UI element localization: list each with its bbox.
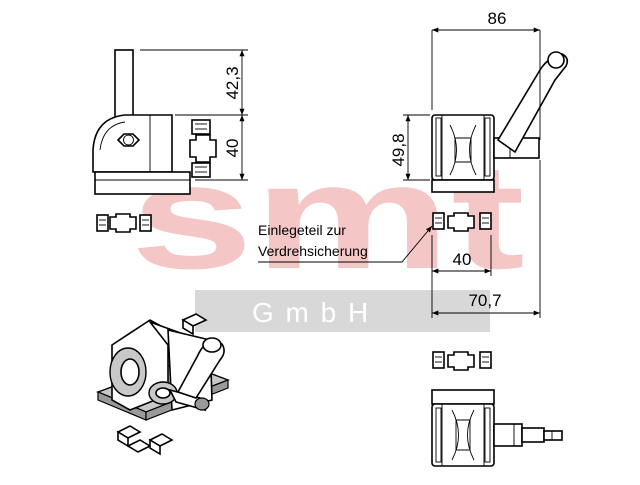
lever-knob bbox=[547, 51, 565, 69]
top-view-shaft bbox=[493, 423, 523, 447]
dim-70-7-label: 70,7 bbox=[468, 291, 501, 310]
iso-lever bbox=[176, 339, 225, 399]
iso-inserts bbox=[116, 313, 208, 456]
front-lever bbox=[493, 51, 569, 159]
dim-49-8-label: 49,8 bbox=[389, 133, 408, 166]
annotation-line-2: Verdrehsicherung bbox=[258, 243, 368, 259]
side-view: 42,3 40 bbox=[92, 49, 248, 195]
dim-40-right-label: 40 bbox=[453, 250, 472, 269]
base-plate bbox=[94, 171, 191, 195]
top-view-insert bbox=[432, 351, 492, 371]
annotation-leader bbox=[258, 225, 433, 263]
bolt-icon bbox=[123, 134, 134, 146]
top-view-plate bbox=[431, 389, 495, 405]
hex-nut bbox=[116, 133, 141, 147]
profile-insert-top bbox=[189, 119, 217, 178]
front-insert bbox=[432, 212, 492, 232]
front-base bbox=[431, 179, 495, 193]
annotation-line-1: Einlegeteil zur bbox=[258, 222, 346, 238]
dim-42-3-label: 42,3 bbox=[223, 66, 242, 99]
dim-86-label: 86 bbox=[488, 9, 507, 28]
front-view: 86 49,8 40 70,7 bbox=[389, 9, 569, 318]
isometric-view bbox=[96, 313, 230, 456]
insert-symbol-left bbox=[96, 213, 152, 233]
dim-40-left-label: 40 bbox=[223, 139, 242, 158]
top-view bbox=[431, 351, 563, 467]
insert-annotation: Einlegeteil zur Verdrehsicherung bbox=[258, 222, 433, 263]
watermark-company: G m b H bbox=[252, 297, 370, 328]
